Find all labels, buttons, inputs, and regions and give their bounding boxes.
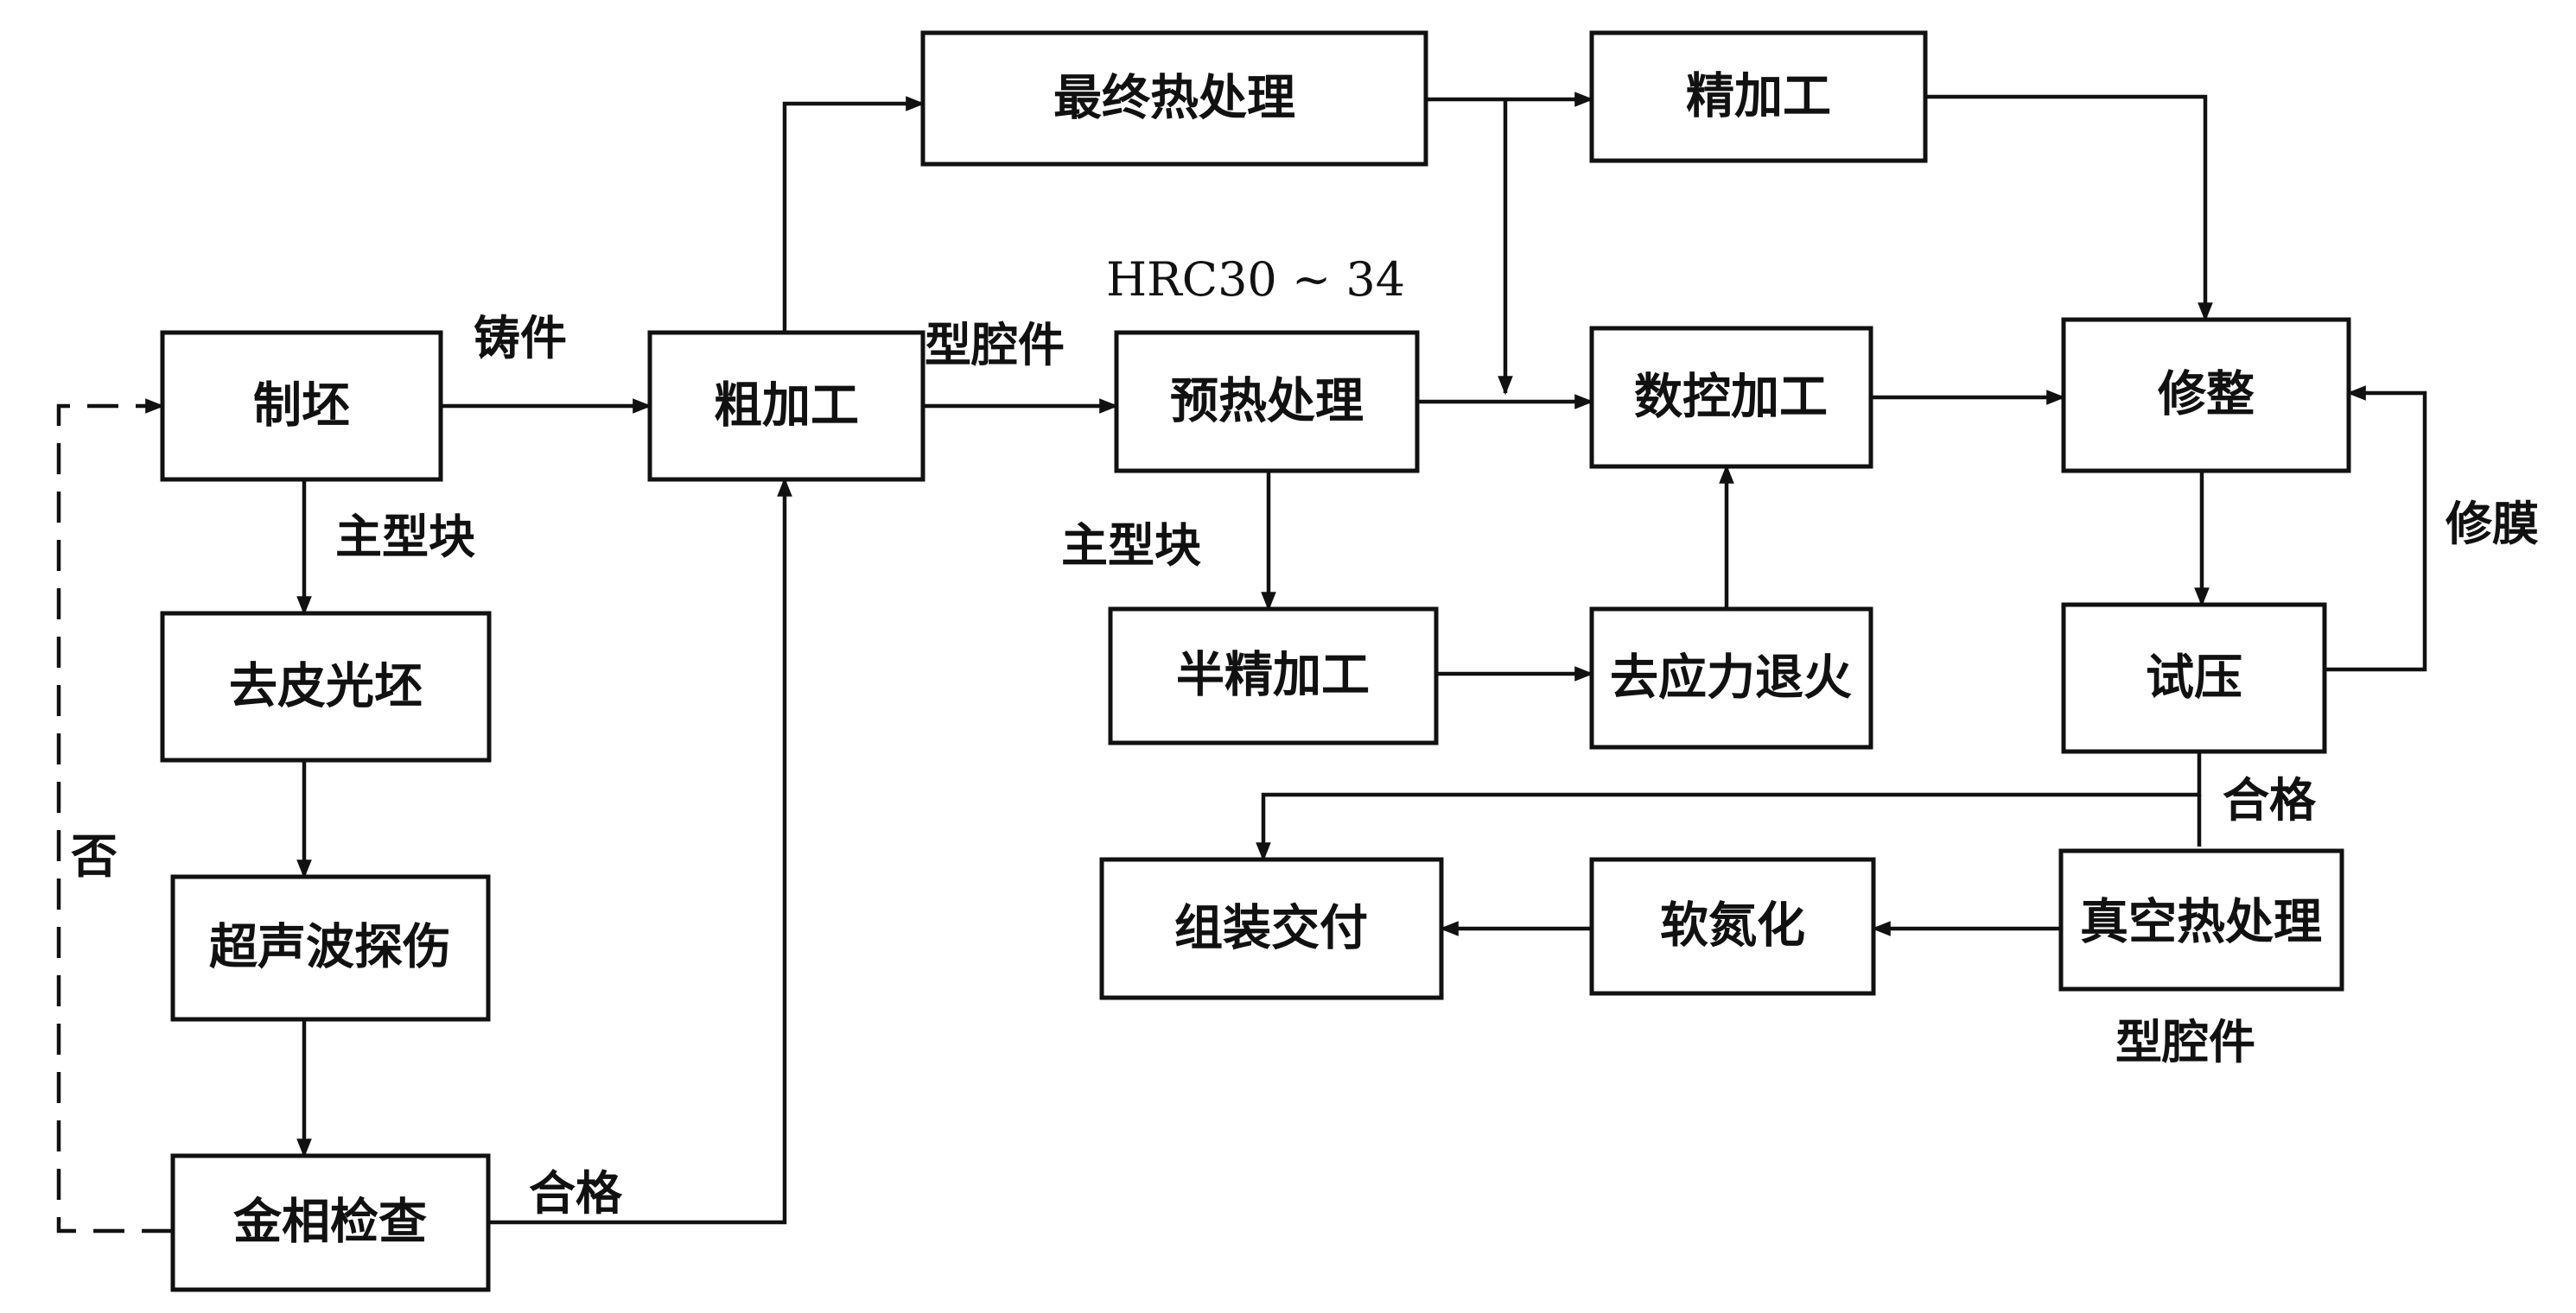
- node-vacuum-heat-label: 真空热处理: [2080, 895, 2322, 951]
- edge-metallographic-reject-loop: [56, 398, 173, 1234]
- node-nitriding: 软氮化: [1589, 857, 1876, 996]
- node-final-heat: 最终热处理: [920, 30, 1428, 167]
- node-final-heat-label: 最终热处理: [1053, 71, 1295, 127]
- node-rough: 粗加工: [647, 330, 925, 482]
- label-main-block-left: 主型块: [335, 510, 475, 564]
- label-no: 否: [71, 829, 118, 884]
- label-casting: 铸件: [474, 311, 567, 365]
- node-blank: 制坯: [160, 330, 443, 482]
- node-trim: 修整: [2061, 317, 2351, 473]
- label-hrc: HRC30 ~ 34: [1106, 252, 1405, 307]
- label-main-block-mid: 主型块: [1061, 518, 1201, 573]
- label-cavity-bottom: 型腔件: [2115, 1015, 2255, 1069]
- node-stress-relief: 去应力退火: [1589, 606, 1873, 750]
- node-finish: 精加工: [1589, 30, 1928, 163]
- edge-pressure-test-to-assembly: [1256, 752, 2202, 862]
- node-blank-label: 制坯: [253, 378, 350, 434]
- node-semi-finish-label: 半精加工: [1176, 648, 1370, 704]
- node-metallographic: 金相检查: [170, 1153, 491, 1292]
- node-vacuum-heat: 真空热处理: [2058, 848, 2344, 992]
- node-cnc-label: 数控加工: [1634, 370, 1828, 426]
- edge-metallographic-to-rough: [488, 477, 792, 1225]
- node-rough-label: 粗加工: [714, 378, 859, 434]
- node-finish-label: 精加工: [1686, 69, 1831, 125]
- node-preheat: 预热处理: [1114, 330, 1420, 473]
- node-cnc: 数控加工: [1589, 326, 1873, 469]
- node-metallographic-label: 金相检查: [232, 1195, 427, 1251]
- edge-rough-to-final-heat: [782, 96, 925, 333]
- edges: [56, 92, 2427, 1234]
- node-pressure-test-label: 试压: [2146, 650, 2242, 707]
- label-qualified-right: 合格: [2223, 773, 2317, 828]
- nodes: 制坯 去皮光坯 超声波探伤 金相检查 粗加工 最终热处理 精加工 预热处理: [160, 30, 2351, 1292]
- edge-finish-to-trim: [1925, 94, 2213, 322]
- node-preheat-label: 预热处理: [1170, 374, 1364, 430]
- node-trim-label: 修整: [2158, 367, 2255, 423]
- label-cavity-top: 型腔件: [925, 318, 1065, 372]
- node-ultrasonic: 超声波探伤: [170, 874, 491, 1022]
- node-stress-relief-label: 去应力退火: [1610, 650, 1852, 707]
- edge-pressure-test-repair-loop: [2325, 385, 2427, 672]
- node-ultrasonic-label: 超声波探伤: [209, 920, 451, 976]
- node-assembly-label: 组装交付: [1174, 901, 1368, 957]
- node-pressure-test: 试压: [2061, 602, 2327, 754]
- label-repair-die: 修膜: [2446, 497, 2539, 551]
- node-assembly: 组装交付: [1099, 857, 1444, 1000]
- node-nitriding-label: 软氮化: [1660, 898, 1805, 955]
- node-semi-finish: 半精加工: [1108, 606, 1439, 745]
- node-peel: 去皮光坯: [160, 611, 492, 763]
- edge-labels: 铸件 主型块 否 合格 型腔件 HRC30 ~ 34 主型块 修膜 合格 型腔件: [71, 252, 2539, 1221]
- node-peel-label: 去皮光坯: [229, 659, 423, 715]
- label-qualified-left: 合格: [529, 1166, 623, 1221]
